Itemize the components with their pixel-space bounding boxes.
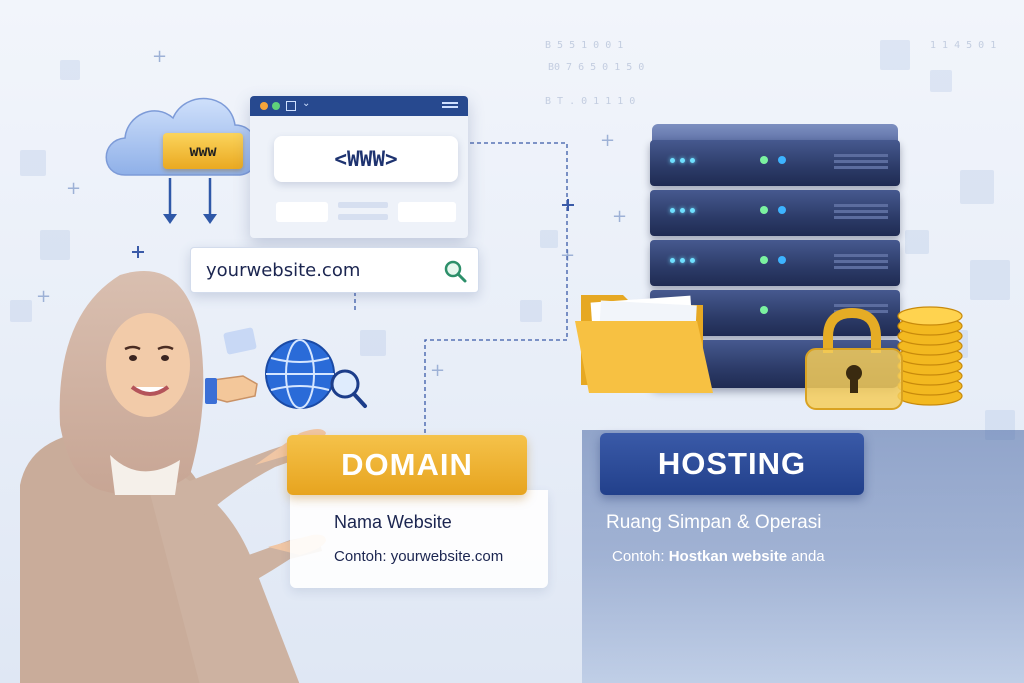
- server-top: [652, 124, 898, 144]
- content-line: [338, 214, 388, 220]
- www-heading-box: <WWW>: [274, 136, 458, 182]
- domain-subtitle: Nama Website: [334, 512, 452, 532]
- domain-card: Nama Website Contoh: yourwebsite.com: [290, 490, 548, 588]
- server-unit: [650, 140, 900, 186]
- power-button-icon: [760, 256, 768, 264]
- window-dot-green: [272, 102, 280, 110]
- hosting-example-suffix: anda: [787, 548, 825, 565]
- hamburger-menu-icon: [442, 102, 458, 104]
- folder-icon: [575, 295, 713, 393]
- power-button-icon: [760, 306, 768, 314]
- browser-window: ⌄ <WWW>: [250, 96, 468, 238]
- search-icon[interactable]: [442, 258, 468, 284]
- content-line: [338, 202, 388, 208]
- window-square-icon: [286, 101, 296, 111]
- url-value: yourwebsite.com: [206, 260, 361, 281]
- hosting-title: HOSTING: [657, 446, 807, 481]
- hand-icon: [205, 375, 258, 404]
- padlock-icon: [805, 307, 903, 410]
- power-button-icon: [760, 206, 768, 214]
- hosting-example: Contoh: Hostkan website anda: [612, 548, 825, 565]
- content-block: [276, 202, 328, 222]
- power-button-icon: [778, 256, 786, 264]
- www-tag: www: [163, 133, 243, 169]
- www-heading: <WWW>: [334, 147, 398, 171]
- power-button-icon: [778, 206, 786, 214]
- server-unit: [650, 190, 900, 236]
- hosting-example-prefix: Contoh:: [612, 548, 669, 565]
- hosting-subtitle: Ruang Simpan & Operasi: [606, 512, 822, 533]
- magnifier-icon: [330, 369, 367, 408]
- globe-illustration: [205, 327, 367, 409]
- power-button-icon: [760, 156, 768, 164]
- chevron-down-icon: ⌄: [302, 98, 311, 109]
- power-button-icon: [778, 156, 786, 164]
- window-dot-orange: [260, 102, 268, 110]
- card-icon: [223, 327, 257, 355]
- hosting-example-bold: Hostkan website: [668, 548, 788, 565]
- domain-badge: DOMAIN: [287, 435, 527, 495]
- domain-example: Contoh: yourwebsite.com: [334, 548, 504, 565]
- server-unit: [650, 240, 900, 286]
- presenter-illustration: [20, 271, 326, 683]
- hosting-badge: HOSTING: [600, 433, 864, 495]
- browser-titlebar: ⌄: [250, 96, 468, 116]
- domain-title: DOMAIN: [341, 447, 473, 482]
- url-input[interactable]: yourwebsite.com: [190, 247, 479, 293]
- www-label: www: [189, 142, 217, 160]
- content-block: [398, 202, 456, 222]
- globe-icon: [265, 339, 335, 409]
